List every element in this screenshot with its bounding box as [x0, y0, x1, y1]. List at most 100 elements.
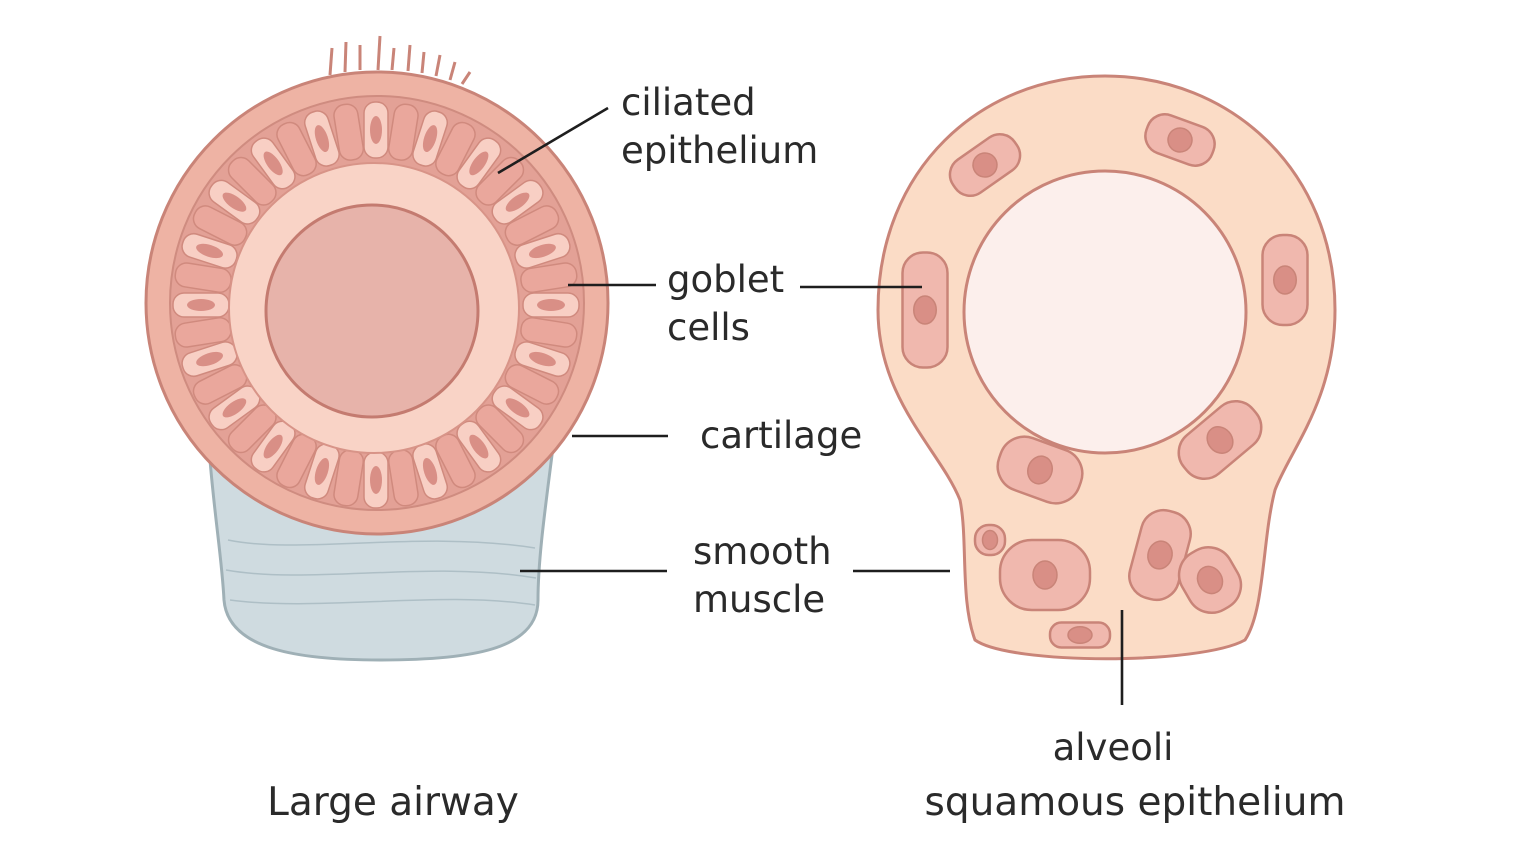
- epithelial-cell: [192, 205, 248, 246]
- cilium: [434, 54, 442, 77]
- ciliated-epithelium-cells: [172, 101, 580, 509]
- epithelial-cell: [520, 262, 578, 294]
- leader-ciliated: [497, 106, 609, 175]
- ciliated-cell: [276, 121, 317, 177]
- ciliated-cell: [387, 103, 419, 161]
- muscle-fibers: [225, 539, 537, 606]
- alveolar-cell: [1177, 546, 1243, 614]
- cell-nucleus: [1026, 455, 1054, 485]
- cell-nucleus: [1067, 626, 1093, 644]
- alveolar-cell: [1048, 621, 1112, 649]
- cilia: [328, 35, 472, 85]
- cilium: [328, 47, 334, 76]
- epithelial-cell: [456, 420, 502, 473]
- cilium: [406, 44, 412, 72]
- cell-nucleus: [1206, 426, 1234, 454]
- cell-nucleus: [1032, 560, 1058, 590]
- label-ciliated: ciliated: [621, 81, 756, 124]
- alveolar-cell: [973, 523, 1007, 557]
- cell-nucleus: [222, 192, 247, 212]
- ciliated-cell: [227, 156, 277, 206]
- ciliated-cell: [333, 103, 365, 161]
- cell-nucleus: [196, 243, 224, 259]
- label-goblet: goblet: [667, 258, 784, 301]
- alveolar-cell: [996, 435, 1084, 505]
- label-epithelium: epithelium: [621, 129, 818, 172]
- cilium: [343, 41, 348, 73]
- cilium: [390, 47, 396, 71]
- label-alveoli: alveoli: [1053, 726, 1174, 769]
- epithelial-cell: [504, 205, 560, 246]
- epithelial-cell: [514, 232, 571, 269]
- ciliated-cell: [435, 121, 476, 177]
- epithelial-cell: [514, 341, 571, 378]
- cell-nucleus: [972, 152, 998, 178]
- cell-nucleus: [537, 299, 565, 311]
- cell-nucleus: [422, 125, 438, 153]
- cell-nucleus: [422, 457, 438, 485]
- cell-nucleus: [469, 151, 489, 176]
- cell-nucleus: [981, 529, 999, 551]
- epithelial-cell: [181, 232, 238, 269]
- epithelial-cell: [522, 292, 580, 318]
- cell-nucleus: [505, 192, 530, 212]
- epithelial-cell: [456, 137, 502, 190]
- label-smooth: smooth: [693, 530, 832, 573]
- epithelial-cell: [250, 137, 296, 190]
- cell-nucleus: [528, 243, 556, 259]
- cell-nucleus: [187, 299, 215, 311]
- alveolar-cell: [998, 538, 1092, 612]
- alveolar-cell: [1177, 399, 1263, 481]
- ciliated-cell: [520, 316, 578, 348]
- epithelial-cell: [491, 385, 544, 431]
- epithelial-cell: [387, 103, 419, 161]
- cell-nucleus: [1196, 565, 1224, 595]
- ciliated-cell: [504, 205, 560, 246]
- epithelial-cell: [504, 364, 560, 405]
- epithelial-cell: [303, 110, 340, 167]
- cell-nucleus: [314, 125, 330, 153]
- epithelial-cell: [276, 121, 317, 177]
- alveolar-cell: [1144, 113, 1216, 167]
- cell-nucleus: [196, 351, 224, 367]
- epithelial-cell: [475, 404, 525, 454]
- ciliated-cell: [520, 262, 578, 294]
- alveolar-cell: [1261, 233, 1309, 327]
- cell-nucleus: [528, 351, 556, 367]
- ciliated-cell: [475, 404, 525, 454]
- epithelial-cell: [227, 156, 277, 206]
- label-squamous-epithelium: squamous epithelium: [925, 780, 1346, 825]
- cilium: [420, 51, 426, 74]
- ciliated-cell: [192, 205, 248, 246]
- cell-nucleus: [222, 398, 247, 418]
- cell-nucleus: [1147, 540, 1173, 570]
- cell-nucleus: [314, 457, 330, 485]
- epithelial-cell: [333, 103, 365, 161]
- cell-nucleus: [505, 398, 530, 418]
- cell-nucleus: [913, 295, 937, 325]
- airway-lumen: [264, 203, 480, 419]
- epithelial-cell: [435, 121, 476, 177]
- epithelial-cell: [520, 316, 578, 348]
- epithelial-cell: [172, 292, 230, 318]
- alveolar-cell: [901, 251, 949, 369]
- cilium: [376, 35, 382, 71]
- epithelial-cell: [412, 110, 449, 167]
- caption-large-airway: Large airway: [267, 780, 519, 825]
- squamous-cells: [901, 113, 1309, 649]
- cilium: [460, 71, 472, 85]
- label-cells: cells: [667, 306, 750, 349]
- cell-nucleus: [263, 151, 283, 176]
- epithelial-cell: [363, 101, 389, 159]
- label-cartilage: cartilage: [700, 414, 862, 457]
- epithelial-cell: [491, 179, 544, 225]
- alveolus-figure: [876, 74, 1337, 661]
- epithelial-cell: [208, 179, 261, 225]
- ciliated-cell: [504, 364, 560, 405]
- epithelial-cell: [412, 443, 449, 500]
- cilium: [448, 61, 457, 81]
- large-airway-figure: [144, 35, 610, 662]
- alveolar-cell: [948, 132, 1022, 198]
- cell-nucleus: [263, 434, 283, 459]
